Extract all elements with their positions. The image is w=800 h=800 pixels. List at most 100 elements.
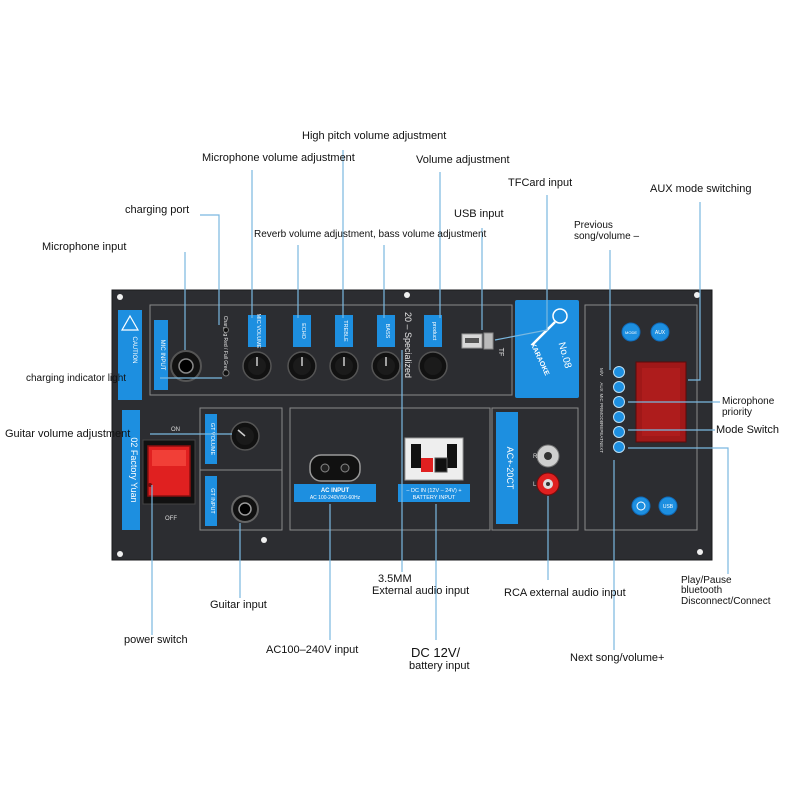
ac-input-title: AC INPUT [321, 488, 350, 494]
ac-input-tag [294, 484, 376, 502]
leader-lines [150, 150, 729, 650]
control-button-6[interactable] [613, 441, 625, 453]
rca-jack-red-hole [546, 482, 550, 486]
knob-cap [424, 357, 442, 375]
control-button-4[interactable] [613, 411, 625, 423]
switch-off-label: OFF [165, 516, 177, 522]
control-button-label: REPEAT [599, 423, 604, 441]
rca-jack-white-hole [544, 452, 552, 460]
aux-button[interactable] [650, 322, 670, 342]
guitar-input-jack-hole [238, 502, 252, 516]
control-button-2[interactable] [613, 381, 625, 393]
tf-card-slot[interactable] [483, 332, 494, 350]
callout-mic-input: Microphone input [42, 241, 127, 253]
knob-label-tab [248, 315, 266, 347]
rca-r-label: R [533, 454, 538, 460]
control-button-1[interactable] [613, 366, 625, 378]
mode-button[interactable] [621, 322, 641, 342]
control-section [584, 304, 698, 531]
tf-label: TF [497, 348, 504, 357]
knob-label: product [431, 322, 437, 341]
knob-label: BASS [384, 324, 390, 339]
amplifier-panel: CAUTION MIC INPUT Charging Red / Full Gr… [111, 289, 713, 561]
mic-input-jack-hole [178, 358, 194, 374]
knob-label-tab [293, 315, 311, 347]
knob-label: ECHO [300, 323, 306, 340]
usb-mode-button[interactable] [658, 496, 678, 516]
guitar-section [199, 407, 283, 531]
dc-input-title: – DC IN (12V – 24V) + [406, 488, 461, 494]
karaoke-badge [515, 300, 579, 398]
gt-input-tag [205, 476, 217, 526]
power-switch-highlight [152, 450, 186, 466]
callout-reverb-bass: Reverb volume adjustment, bass volume ad… [254, 229, 487, 240]
top-section [149, 304, 513, 396]
warning-icon [120, 314, 140, 331]
mounting-hole [117, 294, 123, 300]
acdc-model-text: AC+-20CT [505, 447, 515, 490]
callout-external-audio: External audio input [372, 585, 470, 597]
knob-label-tab [335, 315, 353, 347]
usb-mode-button-label: USB [663, 504, 674, 510]
caution-text: CAUTION [131, 337, 137, 364]
callout-high-pitch: High pitch volume adjustment [302, 130, 447, 142]
mounting-hole [697, 549, 703, 555]
switch-on-label: ON [171, 427, 180, 433]
mounting-hole [261, 537, 267, 543]
mounting-hole [117, 551, 123, 557]
leader-aux [688, 202, 701, 381]
knob-label-tab [377, 315, 395, 347]
rca-l-label: L [533, 482, 537, 488]
callout-mic-priority: Microphone priority [722, 396, 775, 418]
control-button-3[interactable] [613, 396, 625, 408]
callout-usb-input: USB input [454, 208, 504, 220]
callout-power-switch: power switch [124, 634, 188, 646]
callout-guitar-input: Guitar input [210, 599, 267, 611]
battery-input-text: BATTERY INPUT [413, 495, 456, 501]
callout-previous: Previous song/volume – [574, 220, 640, 242]
caution-label [118, 310, 142, 400]
specialized-text: 20 – Specialized [403, 312, 413, 378]
rca-section [491, 407, 579, 531]
power-section [289, 407, 491, 531]
callout-tfcard: TFCard input [508, 177, 573, 189]
factory-text: 02 Factory Yuan [129, 437, 139, 502]
callout-guitar-volume: Guitar volume adjustment [5, 428, 131, 440]
callout-bt-disconnect: bluetooth Disconnect/Connect [681, 585, 771, 607]
knob-label: TREBLE [342, 320, 348, 342]
bluetooth-button[interactable] [631, 496, 651, 516]
dc-input-tag [398, 484, 470, 502]
callout-mic-volume: Microphone volume adjustment [202, 152, 355, 164]
ac-input-spec: AC 100-240V/50-60Hz [310, 495, 361, 501]
power-switch-dot [148, 483, 152, 487]
control-button-5[interactable] [613, 426, 625, 438]
factory-strip [122, 410, 140, 530]
gt-volume-tag [205, 414, 217, 464]
callout-next-song: Next song/volume+ [570, 652, 665, 664]
control-button-label: MIC PRI [599, 393, 604, 410]
leader-tfcard [494, 195, 548, 341]
dc-positive-clip[interactable] [434, 457, 448, 473]
gt-input-label: GT INPUT [209, 488, 215, 514]
gt-volume-label: GT VOLUME [209, 423, 215, 456]
callout-rca: RCA external audio input [504, 587, 626, 599]
charging-indicator-led [222, 369, 230, 377]
ac-pin [320, 463, 330, 473]
ac-pin [340, 463, 350, 473]
control-button-label: MODE [599, 410, 604, 424]
callout-battery: battery input [409, 660, 470, 672]
callout-charging-indicator: charging indicator light [26, 373, 127, 384]
callout-play-pause: Play/Pause [681, 575, 732, 586]
callout-35mm: 3.5MM [378, 573, 412, 585]
charging-port[interactable] [223, 327, 229, 333]
leader-play-pause [628, 447, 729, 574]
dc-terminal-slot [411, 444, 421, 468]
knob-label: MIC VOLUME [255, 314, 261, 349]
charging-text: Charging Red / Full Green [222, 316, 228, 375]
mounting-hole [404, 292, 410, 298]
ac-input-socket[interactable] [309, 454, 361, 482]
mounting-hole [694, 292, 700, 298]
mic-input-tag [154, 320, 168, 390]
dc-negative-clip[interactable] [421, 458, 433, 472]
